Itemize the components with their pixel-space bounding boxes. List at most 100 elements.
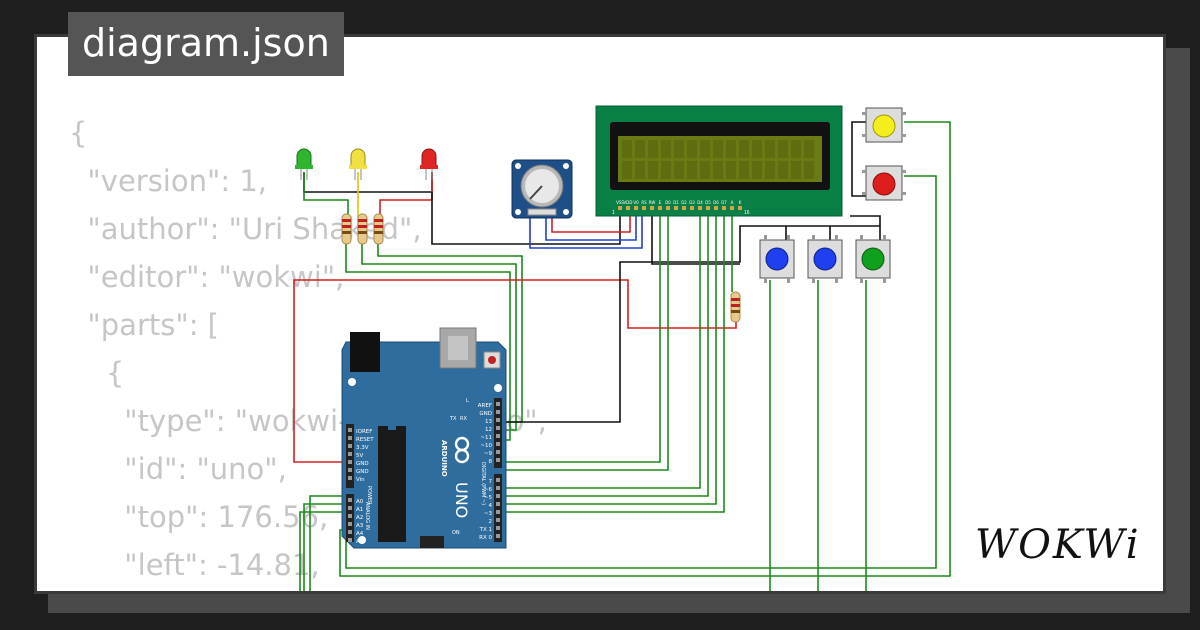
- power-header-label: POWER: [366, 486, 372, 505]
- 5v-wire: [293, 279, 737, 463]
- digital-pin-label: ~5: [484, 495, 493, 501]
- lcd-pin-label: V0: [633, 200, 639, 205]
- pot-wire-blue2: [545, 204, 637, 241]
- a2-wire: [299, 511, 350, 591]
- digital-pin-label: RX 0: [479, 535, 492, 541]
- lcd-pin-label: D2: [681, 200, 687, 205]
- power-pin-label: GND: [356, 469, 369, 475]
- pot-wire-red: [551, 204, 631, 233]
- lcd-pin: [682, 206, 686, 210]
- led-gnd-to-lcd: [431, 192, 621, 245]
- a0-wire: [309, 495, 350, 591]
- lcd-pin-label: VSS: [616, 200, 624, 205]
- lcd-pin: [714, 206, 718, 210]
- lcd-pin-label: E: [659, 200, 662, 205]
- analog-pin-label: A5: [356, 539, 364, 545]
- lcd-pin-first: 1: [612, 210, 615, 216]
- analog-pin-label: A4: [356, 531, 364, 537]
- digital-pin-label: 7: [489, 479, 493, 485]
- a1-wire: [303, 503, 350, 591]
- lcd-e-wire: [498, 204, 669, 471]
- digital-pin-label: AREF: [478, 403, 492, 409]
- digital-pin-label: 13: [485, 419, 492, 425]
- lcd-pin: [618, 206, 622, 210]
- led-yellow: [349, 148, 367, 180]
- arduino-model: UNO: [452, 482, 471, 518]
- lcd-gnd-wire: [651, 204, 740, 265]
- digital-header-label: DIGITAL (PWM ~): [480, 462, 486, 505]
- green-led-wire: [303, 172, 349, 232]
- led-red: [420, 148, 438, 180]
- lcd-pin-label: D1: [673, 200, 679, 205]
- lcd-pin: [674, 206, 678, 210]
- lcd-pin: [626, 206, 630, 210]
- lcd-d5-wire: [498, 204, 709, 497]
- digital-pin-label: ~6: [484, 487, 493, 493]
- analog-pin-label: A2: [356, 515, 363, 521]
- digital-pin-label: ~10: [480, 443, 492, 449]
- rx-led-label: RX: [460, 416, 467, 422]
- digital-pin-label: GND: [479, 411, 492, 417]
- lcd-pin: [730, 206, 734, 210]
- button-yellow: [862, 107, 906, 143]
- power-pin-label: RESET: [356, 437, 374, 443]
- digital-pin-label: 12: [485, 427, 492, 433]
- button-blue-1: [759, 235, 795, 283]
- lcd-pin-label: D5: [705, 200, 711, 205]
- digital-pin-label: ~3: [484, 511, 493, 517]
- lcd-pin: [666, 206, 670, 210]
- digital-pin-label: 2: [489, 519, 493, 525]
- lcd-pin-label: VDD: [624, 200, 633, 205]
- lcd-pin: [722, 206, 726, 210]
- lcd-pin: [634, 206, 638, 210]
- analog-pin-label: A3: [356, 523, 364, 529]
- button-red: [862, 165, 906, 201]
- led-ground-wire: [303, 172, 433, 193]
- power-pin-label: Vin: [356, 477, 365, 483]
- dc-jack: [350, 332, 380, 372]
- button-gnd-wires: [785, 226, 831, 240]
- lcd-pin-label: A: [731, 200, 734, 205]
- l-led-label: L: [466, 398, 469, 404]
- digital-pin-label: ~11: [480, 435, 492, 441]
- digital-pin-label: ~9: [484, 451, 493, 457]
- button-green: [855, 235, 891, 283]
- atmega-chip: [378, 426, 406, 542]
- button-bus-wire: [850, 215, 881, 226]
- top-buttons-gnd: [851, 121, 866, 197]
- power-pin-label: GND: [356, 461, 369, 467]
- lcd-pin: [690, 206, 694, 210]
- analog-header-label: ANALOG IN: [364, 502, 370, 530]
- wires: [293, 121, 951, 591]
- power-pin-label: IOREF: [356, 429, 372, 435]
- analog-pin-label: A1: [356, 507, 363, 513]
- digital-pin-label: TX 1: [479, 527, 492, 533]
- resistors: [341, 213, 741, 323]
- power-pin-label: 5V: [356, 453, 363, 459]
- button-blue-2: [807, 235, 843, 283]
- power-pin-label: 3.3V: [356, 445, 369, 451]
- lcd-pin-label: RS: [641, 200, 647, 205]
- resistor2-wire: [361, 244, 517, 431]
- lcd-pin: [706, 206, 710, 210]
- lcd-pin: [698, 206, 702, 210]
- wokwi-logo: WOKWi: [975, 522, 1141, 568]
- potentiometer: [511, 159, 573, 219]
- lcd-d7-wire: [498, 204, 725, 513]
- lcd-pin-label: K: [739, 200, 742, 205]
- lcd-pin-label: D4: [697, 200, 703, 205]
- lcd-char-cells: [622, 140, 814, 179]
- lcd-pin: [738, 206, 742, 210]
- lcd-rs-wire: [498, 204, 661, 463]
- lcd-pin-label: RW: [649, 200, 656, 205]
- tx-led-label: TX: [449, 416, 457, 422]
- lcd-pin-label: D0: [665, 200, 671, 205]
- arduino-brand: ARDUINO: [440, 440, 448, 477]
- lcd-pin: [650, 206, 654, 210]
- lcd-pin-label: D7: [721, 200, 727, 205]
- arduino-logo-icon: [454, 436, 470, 464]
